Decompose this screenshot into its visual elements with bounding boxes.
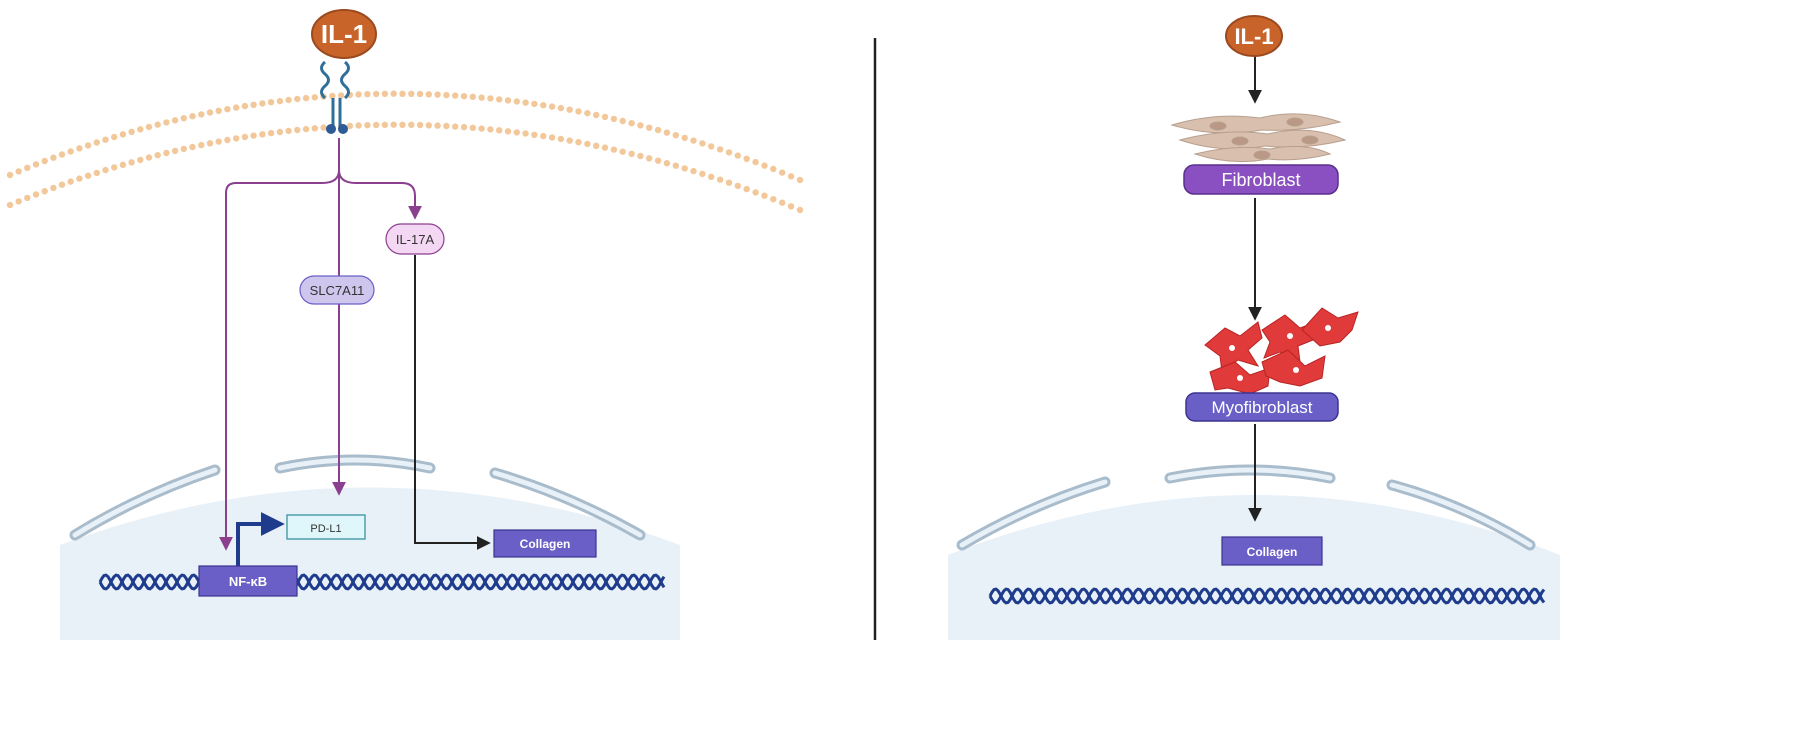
pdl1-label: PD-L1 xyxy=(310,523,341,535)
pdl1-node: PD-L1 xyxy=(286,514,366,540)
arrow-to-il17a xyxy=(338,169,422,220)
cell-membrane xyxy=(6,90,804,214)
right-panel: IL-1 Fibroblast xyxy=(948,15,1560,640)
il1-ligand-left: IL-1 xyxy=(311,9,377,59)
purple-signal-arrows xyxy=(219,138,422,551)
il17a-label: IL-17A xyxy=(396,232,435,247)
fibroblast-label: Fibroblast xyxy=(1221,170,1300,190)
slc7a11-node: SLC7A11 xyxy=(299,275,375,305)
nfkb-node: NF-κB xyxy=(198,565,298,597)
il1-ligand-right: IL-1 xyxy=(1225,15,1283,57)
arrow-il17a-to-collagen xyxy=(414,255,491,550)
myofibroblast-label: Myofibroblast xyxy=(1211,398,1312,417)
il1-label-left: IL-1 xyxy=(321,19,367,49)
nfkb-label: NF-κB xyxy=(229,574,267,589)
slc7a11-label: SLC7A11 xyxy=(310,283,365,298)
collagen-label-right: Collagen xyxy=(1247,545,1298,559)
dna-helix-left xyxy=(98,573,666,591)
il1-receptor-icon xyxy=(320,60,350,134)
fibroblast-node: Fibroblast xyxy=(1183,164,1339,195)
il1-label-right: IL-1 xyxy=(1234,24,1273,49)
myofibroblast-cells-icon xyxy=(1204,307,1359,395)
promoter-arrow-icon xyxy=(236,512,285,567)
collagen-label-left: Collagen xyxy=(520,537,571,551)
arrow-to-nfkb xyxy=(219,169,340,551)
nucleus-right xyxy=(948,495,1560,640)
il17a-node: IL-17A xyxy=(385,223,445,255)
left-panel: IL-1 IL-17A SLC7A11 PD-L1 xyxy=(6,9,804,640)
collagen-node-left: Collagen xyxy=(493,529,597,558)
nucleus-left xyxy=(60,487,680,640)
fibroblast-cells-icon xyxy=(1170,113,1347,163)
collagen-node-right: Collagen xyxy=(1221,536,1323,566)
myofibroblast-node: Myofibroblast xyxy=(1185,392,1339,422)
dna-helix-right xyxy=(988,587,1546,605)
